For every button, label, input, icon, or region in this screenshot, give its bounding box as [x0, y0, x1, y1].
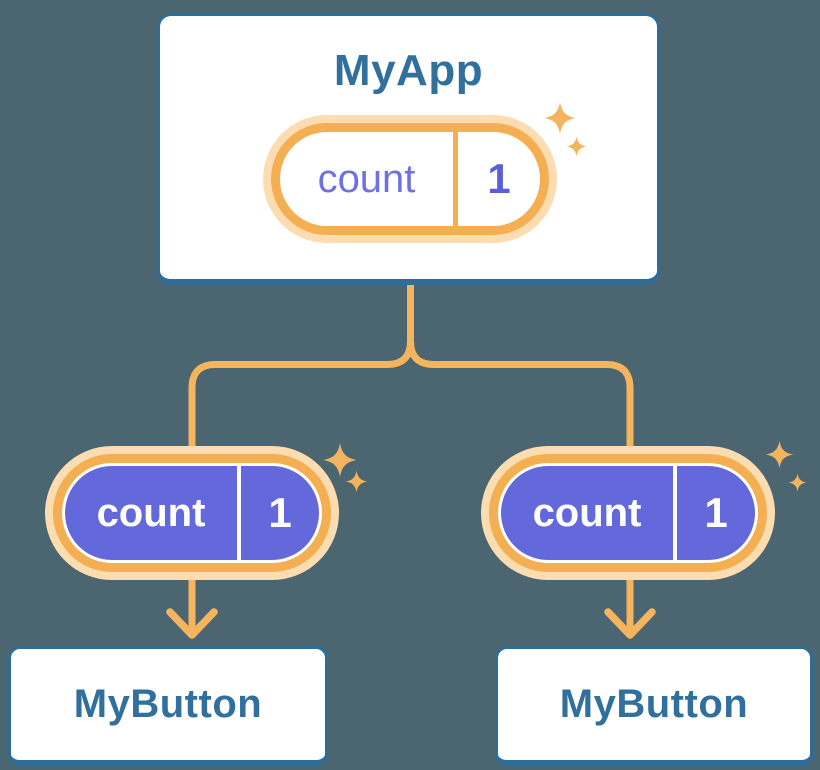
state-pill-body: count 1 — [65, 466, 319, 560]
state-name: count — [532, 490, 642, 535]
state-pill-ring: count 1 — [53, 454, 331, 572]
state-value: 1 — [704, 489, 728, 536]
sparkle-icon — [765, 440, 794, 469]
sparkle-icon — [323, 443, 357, 477]
arrow-down-icon — [166, 608, 218, 639]
state-value: 1 — [487, 155, 511, 202]
sparkle-icon — [544, 102, 576, 134]
pill-divider — [673, 466, 677, 560]
state-name: count — [317, 156, 416, 201]
state-pill-ring: count 1 — [489, 454, 767, 572]
state-pill-left-child: count 1 — [45, 446, 339, 580]
sparkle-icon — [788, 473, 807, 492]
component-title: MyApp — [333, 46, 484, 95]
connector-right-branch — [407, 285, 634, 633]
state-pill-body: count 1 — [501, 466, 755, 560]
state-pill-right-child: count 1 — [481, 446, 775, 580]
arrow-down-icon — [604, 608, 656, 639]
component-node-mybutton-left: MyButton — [8, 646, 328, 766]
component-title: MyButton — [73, 682, 263, 726]
state-name: count — [96, 490, 206, 535]
state-pill-body: count 1 — [280, 132, 540, 226]
pill-divider — [237, 466, 241, 560]
pill-divider — [453, 132, 458, 226]
state-value: 1 — [268, 489, 292, 536]
state-pill-root: count 1 — [263, 115, 557, 243]
sparkle-icon — [566, 136, 587, 157]
component-title: MyButton — [559, 682, 749, 726]
sparkle-icon — [345, 470, 368, 493]
state-pill-ring: count 1 — [271, 123, 549, 235]
component-node-mybutton-right: MyButton — [495, 646, 813, 766]
